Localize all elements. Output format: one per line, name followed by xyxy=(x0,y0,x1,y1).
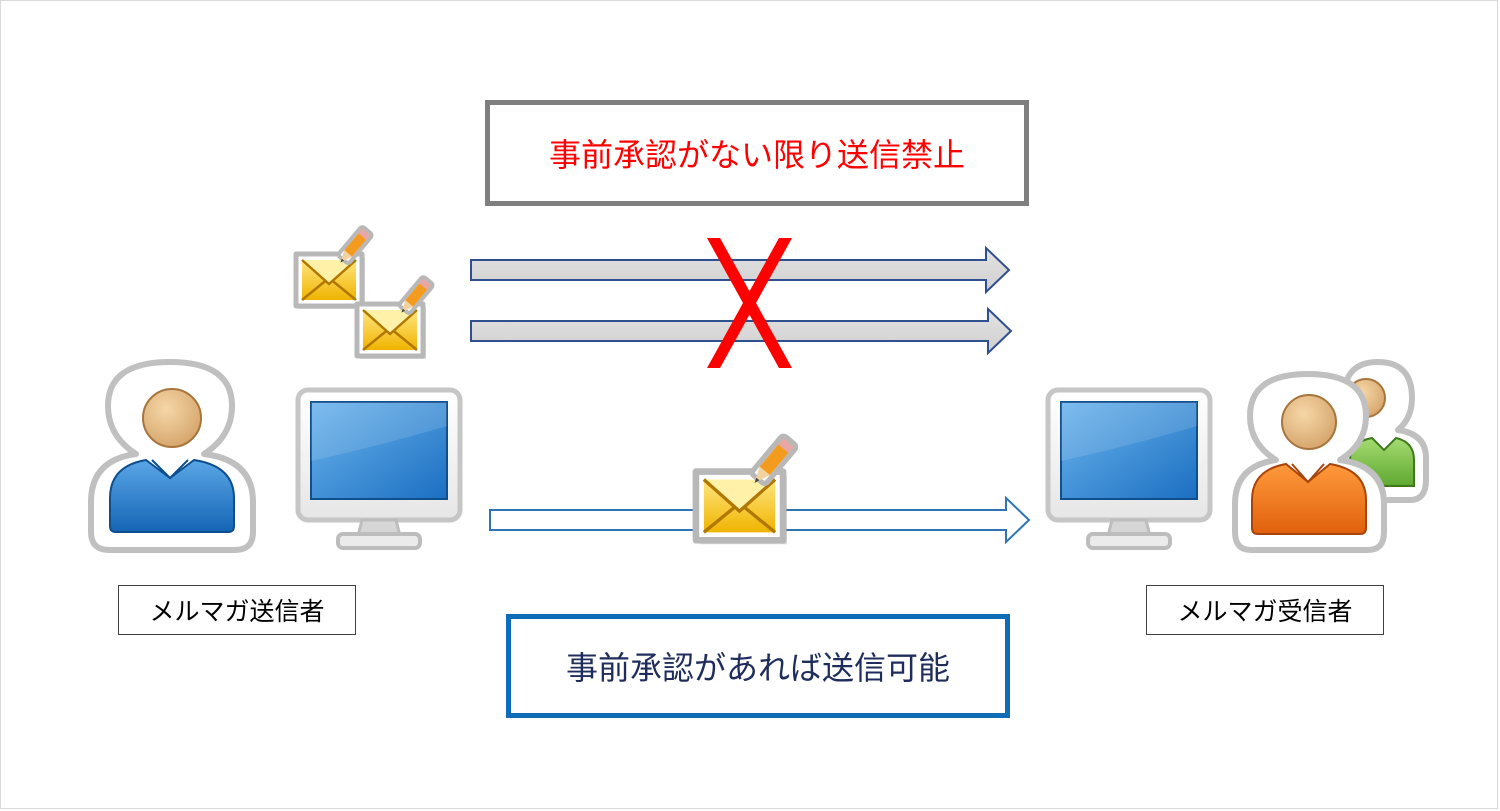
envelope-with-pencil-icon xyxy=(357,276,434,359)
envelope-with-pencil-icon xyxy=(296,226,373,309)
person-icon xyxy=(88,359,256,553)
blocked-arrow-lower xyxy=(470,306,1013,356)
group-icon xyxy=(1232,359,1429,553)
blocked-arrow-upper xyxy=(470,245,1011,295)
computer-monitor-icon xyxy=(298,390,460,548)
permission-note: 事前承認があれば送信可能 xyxy=(506,614,1010,718)
computer-monitor-icon xyxy=(1048,390,1210,548)
receiver-label: メルマガ受信者 xyxy=(1146,585,1384,635)
prohibition-note: 事前承認がない限り送信禁止 xyxy=(485,100,1029,206)
x-mark-icon xyxy=(707,238,792,368)
envelope-with-pencil-icon xyxy=(696,435,797,545)
sender-label: メルマガ送信者 xyxy=(118,585,356,635)
